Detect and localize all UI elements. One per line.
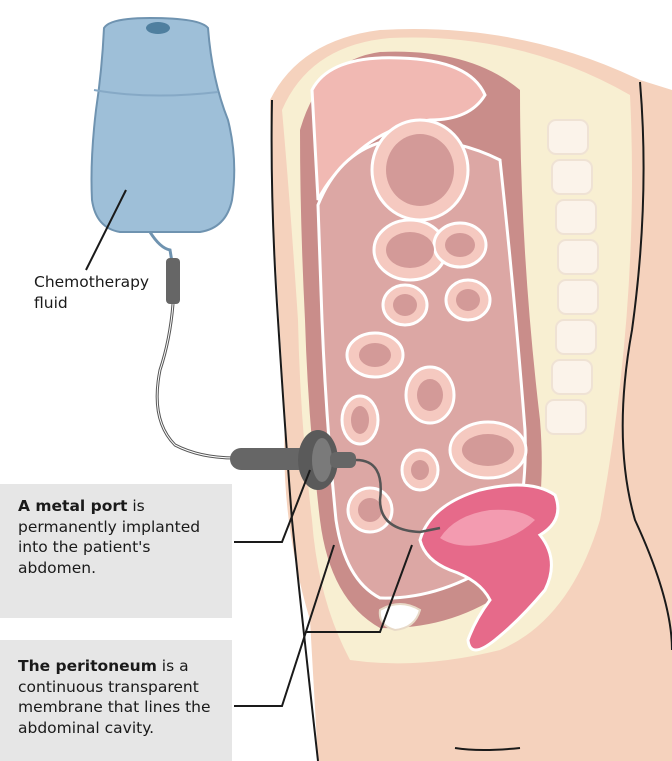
infusion-tube (157, 304, 235, 458)
metal-port-callout: A metal port is permanently implanted in… (0, 484, 232, 618)
metal-port-callout-bold: A metal port (18, 497, 127, 515)
peritoneum-callout-bold: The peritoneum (18, 657, 157, 675)
chemo-bag (92, 18, 235, 232)
peritoneum-callout: The peritoneum is a continuous transpare… (0, 640, 232, 761)
chemotherapy-fluid-label: Chemotherapy fluid (34, 272, 174, 314)
port-stem (330, 452, 356, 468)
bag-neck (150, 232, 172, 262)
metal-port-face (312, 438, 332, 482)
chemotherapy-label-line2: fluid (34, 293, 174, 314)
chemotherapy-label-line1: Chemotherapy (34, 272, 174, 293)
bag-cap-icon (146, 22, 170, 34)
